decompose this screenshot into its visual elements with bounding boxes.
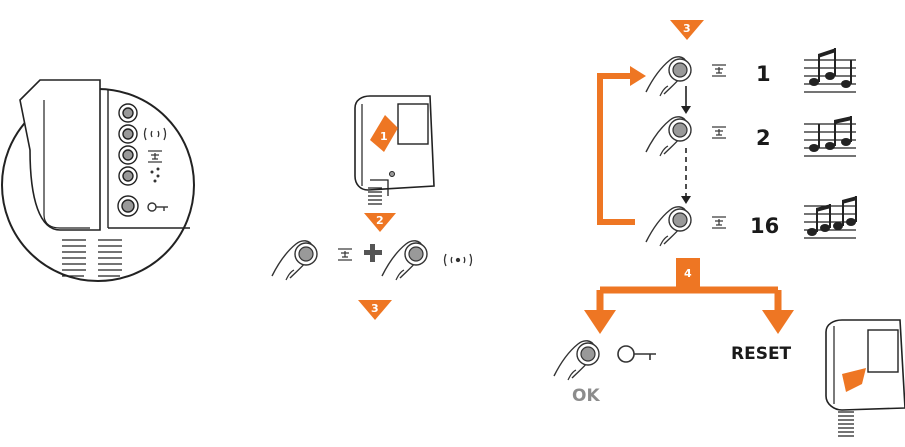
cord-coils xyxy=(62,239,122,277)
step-2-label: 2 xyxy=(376,214,384,227)
device-buttons xyxy=(117,103,139,217)
press-key-button xyxy=(553,340,600,381)
step-3-top-label: 3 xyxy=(683,22,691,35)
press-light-row-16 xyxy=(645,206,692,247)
light-icon xyxy=(337,247,353,261)
plus-icon xyxy=(364,244,382,262)
press-call-button xyxy=(381,240,428,281)
press-light-button xyxy=(271,240,318,281)
press-light-row-1 xyxy=(645,56,692,97)
key-icon xyxy=(617,345,656,363)
intercom-device xyxy=(354,95,435,205)
tone-number-2: 2 xyxy=(756,126,771,150)
tone-number-16: 16 xyxy=(750,214,780,238)
tone-staff-2 xyxy=(803,116,857,157)
light-icon xyxy=(711,63,727,77)
step-arrow-3 xyxy=(358,300,392,320)
intercom-device-hangup xyxy=(825,319,905,437)
magnified-intercom-detail xyxy=(1,79,195,282)
step-arrow-2 xyxy=(364,213,396,232)
step-3-label: 3 xyxy=(371,302,379,315)
tone-staff-1 xyxy=(803,48,857,93)
step-1-label: 1 xyxy=(380,130,388,143)
network-icon xyxy=(150,167,160,183)
step-4-label: 4 xyxy=(684,267,692,280)
light-icon xyxy=(711,125,727,139)
next-arrow xyxy=(681,86,691,114)
loop-bracket xyxy=(597,66,646,225)
repeat-arrow-dashed xyxy=(681,148,691,204)
handset-call-icon xyxy=(143,127,167,141)
press-light-row-2 xyxy=(645,116,692,157)
step-arrow-3-top xyxy=(670,20,704,40)
step-badge-1 xyxy=(370,115,398,152)
tone-number-1: 1 xyxy=(756,62,771,86)
reset-label: RESET xyxy=(731,344,792,364)
step-4-branch xyxy=(584,258,794,334)
key-icon xyxy=(147,202,168,212)
handset-call-icon xyxy=(443,253,473,267)
tone-staff-16 xyxy=(803,196,857,239)
light-icon xyxy=(711,215,727,229)
ok-label: OK xyxy=(572,386,600,406)
